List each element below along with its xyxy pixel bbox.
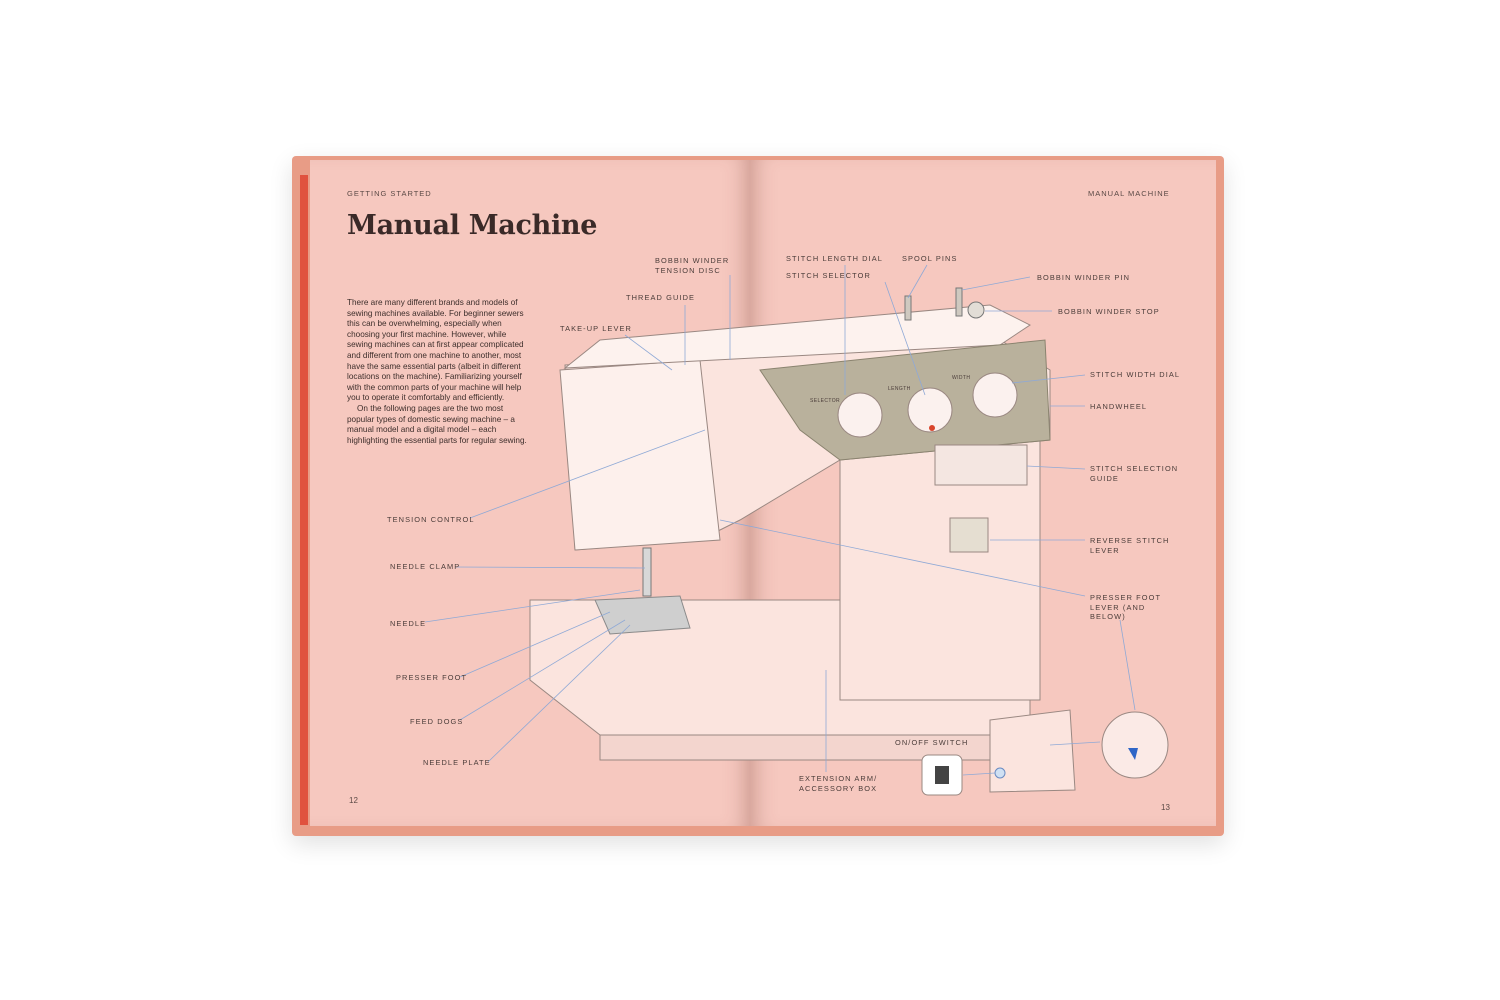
machine-head [559,359,721,551]
dial-label-selector: SELECTOR [810,398,841,404]
label-stitch-selector: STITCH SELECTOR [786,271,871,280]
label-bobbin-winder-pin: BOBBIN WINDER PIN [1037,273,1131,282]
lever-inset [1101,711,1169,779]
running-head-right: MANUAL MACHINE [1088,189,1170,198]
intro-paragraph: On the following pages are the two most … [347,403,527,445]
label-bobbin-winder-stop: BOBBIN WINDER STOP [1058,307,1160,316]
dial-label-length: LENGTH [888,386,911,392]
needle-bar [642,547,652,597]
page-number-left: 12 [349,796,358,805]
reverse-lever-shape [949,517,989,553]
label-bobbin-winder-tension-disc: BOBBIN WINDER TENSION DISC [655,256,730,275]
label-take-up-lever: TAKE-UP LEVER [560,324,632,333]
needle-plate-shape [594,595,691,635]
intro-text: There are many different brands and mode… [347,298,532,446]
running-head-left: GETTING STARTED [347,189,432,198]
label-feed-dogs: FEED DOGS [410,717,464,726]
stitch-length-dial [907,387,953,433]
dial-label-width: WIDTH [952,375,971,381]
inset-machine [989,709,1076,793]
label-thread-guide: THREAD GUIDE [626,293,696,302]
stitch-width-dial [972,372,1018,418]
label-tension-control: TENSION CONTROL [387,515,475,524]
label-extension-arm: EXTENSION ARM/ ACCESSORY BOX [799,774,878,793]
intro-paragraph: There are many different brands and mode… [347,298,524,403]
page-number-right: 13 [1161,803,1170,812]
label-on-off-switch: ON/OFF SWITCH [895,738,969,747]
page-title: Manual Machine [347,210,598,241]
label-stitch-width-dial: STITCH WIDTH DIAL [1090,370,1181,379]
label-needle-plate: NEEDLE PLATE [423,758,491,767]
stitch-selector-dial [837,392,883,438]
label-handwheel: HANDWHEEL [1090,402,1148,411]
label-presser-foot: PRESSER FOOT [396,673,468,682]
label-presser-foot-lever: PRESSER FOOT LEVER (AND BELOW) [1090,593,1162,621]
stitch-selection-guide-panel [934,444,1028,486]
label-needle: NEEDLE [390,619,427,628]
label-stitch-selection-guide: STITCH SELECTION GUIDE [1090,464,1179,483]
label-stitch-length-dial: STITCH LENGTH DIAL [786,254,884,263]
label-reverse-stitch-lever: REVERSE STITCH LEVER [1090,536,1170,555]
label-needle-clamp: NEEDLE CLAMP [390,562,461,571]
label-spool-pins: SPOOL PINS [902,254,958,263]
book-edge [300,175,308,825]
